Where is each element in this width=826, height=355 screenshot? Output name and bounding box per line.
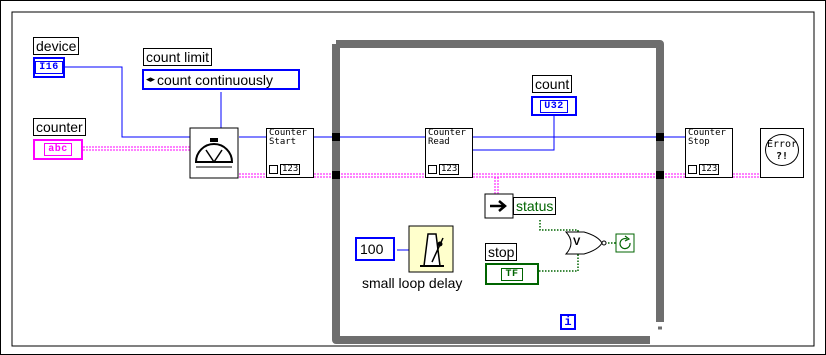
disk-icon [688, 165, 697, 174]
or-symbol-label: V [573, 236, 581, 248]
error-symbol: ?! [775, 151, 789, 162]
count-wire[interactable] [473, 110, 555, 151]
stop-button-terminal[interactable]: TF [485, 263, 539, 285]
stopwatch-icon[interactable] [189, 127, 239, 179]
counter-start-subtitle: Start [269, 137, 297, 147]
counter-read-subtitle: Read [428, 137, 450, 147]
counter-stop-title: Counter [688, 128, 726, 138]
count-indicator[interactable]: U32 [531, 96, 577, 116]
stop-label: stop [485, 243, 518, 261]
disk-icon [428, 165, 437, 174]
delay-constant[interactable]: 100 [355, 237, 395, 261]
numeric-badge: 123 [280, 164, 301, 175]
while-loop-frame[interactable] [332, 40, 664, 344]
ring-arrows-icon: ◂▸ [146, 74, 156, 84]
status-label: status [513, 197, 557, 215]
count-label: count [532, 75, 573, 93]
stop-type-label: TF [501, 267, 523, 281]
diagram-inner-border [11, 11, 815, 347]
disk-icon [269, 165, 278, 174]
device-wire[interactable] [60, 66, 190, 138]
tunnel-in-error [332, 171, 340, 179]
tunnel-out-numeric [656, 133, 664, 141]
counter-start-subvi[interactable]: Counter Start 123 [266, 128, 314, 178]
small-loop-delay-label: small loop delay [362, 275, 463, 291]
count-type-label: U32 [540, 99, 568, 113]
iteration-terminal[interactable]: i [560, 314, 576, 330]
counter-read-title: Counter [428, 128, 466, 138]
counter-label: counter [33, 118, 86, 136]
loop-condition-terminal[interactable] [615, 233, 635, 253]
count-limit-label: count limit [143, 48, 213, 66]
counter-read-subvi[interactable]: Counter Read 123 [425, 128, 473, 178]
counter-stop-subvi[interactable]: Counter Stop 123 [685, 128, 733, 178]
device-label: device [33, 37, 80, 55]
numeric-badge: 123 [439, 164, 460, 175]
count-limit-ring[interactable]: ◂▸ count continuously [142, 69, 300, 90]
counter-start-title: Counter [269, 128, 307, 138]
or-gate[interactable] [564, 231, 607, 255]
count-limit-value: count continuously [157, 71, 274, 88]
error-bubble-icon: Error ?! [765, 134, 799, 166]
unbundle-status-node[interactable] [484, 193, 514, 219]
counter-type-label: abc [44, 143, 72, 156]
device-control[interactable]: I16 [33, 57, 65, 78]
numeric-badge: 123 [699, 164, 720, 175]
device-type-label: I16 [35, 61, 63, 74]
tunnel-in-numeric [332, 133, 340, 141]
counter-stop-subtitle: Stop [688, 137, 710, 147]
error-wire[interactable] [239, 173, 760, 194]
tunnel-out-error [656, 171, 664, 179]
error-title: Error [766, 139, 798, 150]
error-handler-subvi[interactable]: Error ?! [760, 128, 804, 178]
metronome-icon[interactable] [408, 225, 454, 273]
counter-control[interactable]: abc [33, 139, 83, 160]
